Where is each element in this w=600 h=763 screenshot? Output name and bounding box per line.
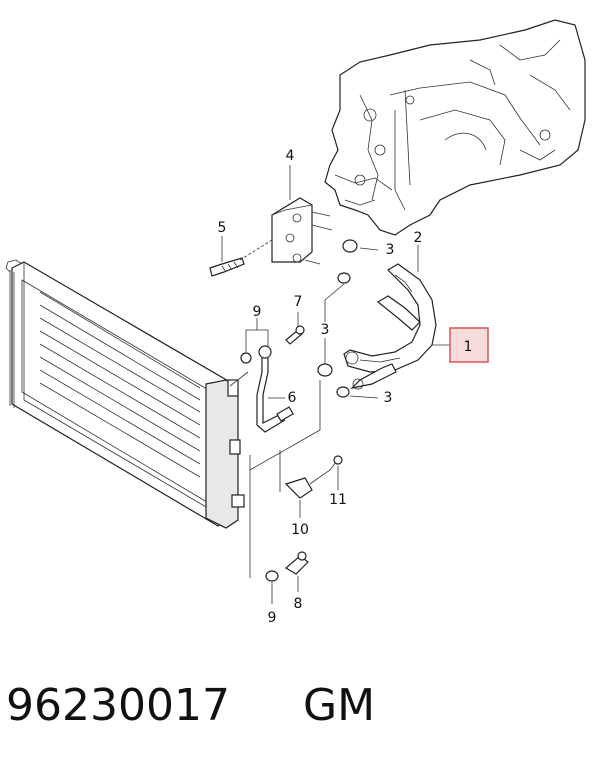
callout-6: 6 [288, 390, 297, 406]
mounting-bracket [271, 197, 333, 265]
callout-3-a: 3 [386, 242, 395, 258]
radiator [5, 259, 245, 529]
callout-10: 10 [291, 522, 309, 538]
coolant-hose [343, 263, 437, 390]
callout-8: 8 [294, 596, 303, 612]
transmission-housing [324, 19, 586, 236]
callout-3-c: 3 [384, 390, 393, 406]
highlight-box [449, 327, 489, 363]
callout-labels: 1 2 3 3 3 4 5 6 7 8 9 9 10 11 [218, 148, 473, 626]
part-number: 96230017 [6, 680, 230, 731]
drain-fitting-8 [265, 551, 309, 582]
callout-4: 4 [286, 148, 295, 164]
leader-lines [221, 165, 452, 604]
callout-3-b: 3 [321, 322, 330, 338]
brand-label: GM [303, 680, 375, 731]
bolt-5 [209, 239, 273, 277]
bolt-7 [285, 325, 305, 345]
callout-5: 5 [218, 220, 227, 236]
hose-bracket-10 [284, 455, 343, 499]
callout-11: 11 [329, 492, 347, 508]
callout-9-b: 9 [268, 610, 277, 626]
callout-1: 1 [464, 339, 473, 355]
callout-7: 7 [294, 294, 303, 310]
callout-2: 2 [414, 230, 423, 246]
hose-clamps [317, 239, 358, 398]
small-pipe-6 [240, 345, 294, 433]
callout-9-a: 9 [253, 304, 262, 320]
